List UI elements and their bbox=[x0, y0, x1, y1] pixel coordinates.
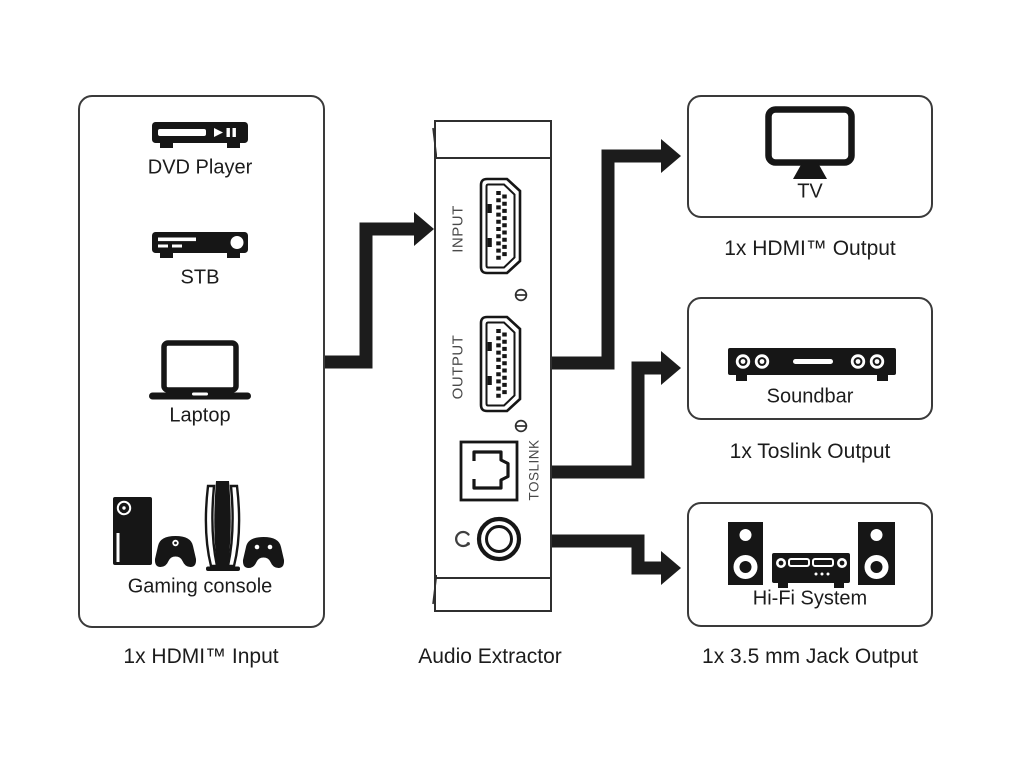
output-label-tv: TV bbox=[797, 180, 823, 203]
laptop-icon bbox=[149, 340, 251, 400]
hdmi-output-port-icon bbox=[479, 315, 522, 413]
arrow-sources-to-extractor bbox=[325, 212, 434, 369]
hifi-caption: 1x 3.5 mm Jack Output bbox=[702, 645, 918, 668]
screw-icon bbox=[514, 419, 528, 433]
device-edge-bevel bbox=[432, 127, 437, 605]
screw-icon bbox=[514, 288, 528, 302]
port-label-input: INPUT bbox=[449, 205, 467, 253]
source-label-stb: STB bbox=[180, 266, 220, 289]
extractor-caption: Audio Extractor bbox=[418, 645, 562, 668]
arrow-extractor-to-soundbar bbox=[552, 351, 681, 479]
soundbar-caption: 1x Toslink Output bbox=[729, 440, 891, 463]
arrow-extractor-to-hifi bbox=[552, 534, 681, 585]
hifi-system-icon bbox=[728, 522, 895, 588]
source-label-dvd: DVD Player bbox=[147, 156, 253, 179]
toslink-port-icon bbox=[459, 440, 519, 502]
sources-caption: 1x HDMI™ Input bbox=[123, 645, 279, 668]
gaming-console-icon bbox=[113, 481, 285, 571]
device-bottom-seam bbox=[436, 577, 550, 579]
hdmi-input-port-icon bbox=[479, 177, 522, 275]
port-label-toslink: TOSLINK bbox=[526, 439, 542, 501]
audio-jack-icon bbox=[476, 516, 522, 562]
port-label-output: OUTPUT bbox=[449, 334, 467, 400]
source-label-gaming-console: Gaming console bbox=[127, 575, 273, 598]
source-label-laptop: Laptop bbox=[169, 404, 231, 427]
headphone-icon bbox=[455, 530, 470, 548]
dvd-player-icon bbox=[152, 122, 248, 148]
tv-caption: 1x HDMI™ Output bbox=[724, 237, 896, 260]
arrow-extractor-to-tv bbox=[552, 139, 681, 370]
output-label-hifi: Hi-Fi System bbox=[752, 587, 868, 610]
soundbar-icon bbox=[728, 348, 896, 381]
device-top-seam bbox=[436, 157, 550, 159]
audio-extractor-device: INPUT OUTPUT bbox=[432, 120, 552, 612]
tv-icon bbox=[765, 106, 855, 179]
stb-icon bbox=[152, 232, 248, 258]
output-label-soundbar: Soundbar bbox=[766, 385, 854, 408]
